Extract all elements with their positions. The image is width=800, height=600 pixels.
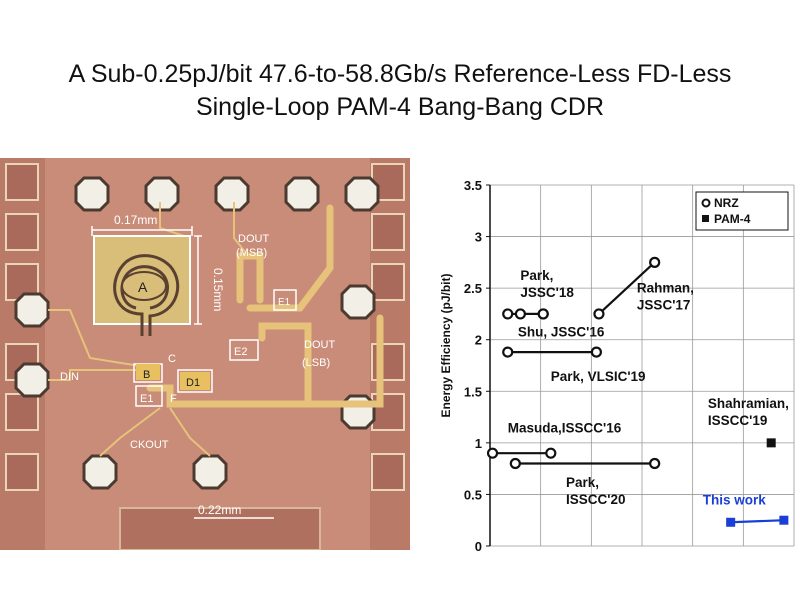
legend-pam4-marker bbox=[702, 215, 709, 222]
data-point bbox=[486, 447, 499, 459]
dim-width-label: 0.17mm bbox=[114, 213, 157, 227]
series-label: Rahman, bbox=[637, 280, 694, 295]
chart-svg: Energy Efficiency (pJ/bit) 0 0.5 1 1.5 2 2.5 3… bbox=[439, 178, 795, 554]
label-din: DIN bbox=[60, 371, 79, 383]
thin-routing bbox=[48, 202, 251, 457]
series-label: Park, bbox=[520, 268, 553, 283]
data-point bbox=[766, 438, 776, 448]
label-ckout: CKOUT bbox=[130, 439, 169, 451]
die-photo: 0.17mm 0.15mm 0.22mm A B C D1 E1 F E1 E2… bbox=[0, 158, 410, 550]
label-e1-left: E1 bbox=[140, 393, 153, 405]
data-point bbox=[590, 346, 602, 358]
label-e2: E2 bbox=[234, 346, 247, 358]
legend-pam4-label: PAM-4 bbox=[714, 212, 751, 226]
block-b-fill bbox=[136, 364, 160, 380]
series-label: ISSCC'20 bbox=[566, 492, 625, 507]
series-label: Park, bbox=[566, 475, 599, 490]
y-axis-label: Energy Efficiency (pJ/bit) bbox=[439, 273, 453, 417]
title-line-2: Single-Loop PAM-4 Bang-Bang CDR bbox=[195, 93, 605, 121]
label-dout-lsb: DOUT bbox=[304, 339, 335, 351]
data-point bbox=[726, 517, 736, 527]
legend-nrz-label: NRZ bbox=[714, 196, 739, 210]
data-point bbox=[502, 346, 514, 358]
label-b: B bbox=[143, 369, 150, 381]
data-point bbox=[649, 457, 661, 470]
slide-title: A Sub-0.25pJ/bit 47.6-to-58.8Gb/s Refere… bbox=[0, 58, 800, 124]
dim-height-label: 0.15mm bbox=[211, 268, 225, 311]
series-label: Park, VLSIC'19 bbox=[551, 369, 646, 384]
series-label: Shahramian, bbox=[708, 396, 789, 411]
y-tick-label: 3 bbox=[475, 230, 482, 245]
series-label: JSSC'17 bbox=[637, 297, 691, 312]
series-label: JSSC'18 bbox=[520, 285, 574, 300]
label-dout-msb: DOUT bbox=[238, 233, 269, 245]
metal-routing bbox=[146, 204, 384, 408]
data-point bbox=[509, 457, 521, 470]
bond-pads bbox=[14, 176, 380, 490]
label-dout-msb-sub: (MSB) bbox=[236, 247, 267, 259]
data-point bbox=[649, 256, 661, 268]
y-tick-label: 1 bbox=[475, 436, 482, 451]
legend-nrz-marker bbox=[701, 198, 711, 208]
series-label: ISSCC'19 bbox=[708, 413, 767, 428]
dimension-lines bbox=[91, 226, 274, 519]
legend: NRZ PAM-4 bbox=[695, 191, 789, 231]
series-line bbox=[730, 519, 784, 524]
series-label: This work bbox=[703, 493, 767, 508]
label-c: C bbox=[168, 353, 176, 365]
data-point bbox=[779, 515, 789, 525]
y-tick-label: 0.5 bbox=[464, 487, 482, 502]
y-tick-label: 1.5 bbox=[464, 384, 482, 399]
inductor-core bbox=[121, 271, 167, 301]
y-tick-label: 0 bbox=[475, 539, 482, 552]
die-labels: 0.17mm 0.15mm 0.22mm A B C D1 E1 F E1 E2… bbox=[60, 213, 335, 517]
energy-efficiency-chart: Energy Efficiency (pJ/bit) 0 0.5 1 1.5 2 2.5 3… bbox=[428, 160, 800, 554]
data-point bbox=[537, 308, 549, 320]
dim-bottom-label: 0.22mm bbox=[198, 503, 241, 517]
data-point bbox=[514, 308, 527, 320]
legend-box bbox=[695, 191, 789, 231]
label-f: F bbox=[170, 393, 177, 405]
data-point bbox=[502, 308, 514, 320]
series-line bbox=[598, 261, 656, 315]
y-tick-label: 2.5 bbox=[464, 281, 482, 296]
label-a: A bbox=[138, 279, 148, 295]
label-e1-right: E1 bbox=[278, 297, 291, 308]
label-dout-lsb-sub: (LSB) bbox=[302, 357, 330, 369]
y-axis: 0 0.5 1 1.5 2 2.5 3 3.5 bbox=[464, 178, 491, 554]
die-photo-drawing: 0.17mm 0.15mm 0.22mm A B C D1 E1 F E1 E2… bbox=[0, 158, 410, 550]
die-substrate bbox=[0, 158, 410, 550]
series-label: Shu, JSSC'16 bbox=[518, 325, 605, 340]
data-point bbox=[545, 447, 557, 459]
title-line-1: A Sub-0.25pJ/bit 47.6-to-58.8Gb/s Refere… bbox=[68, 60, 732, 88]
data-point bbox=[593, 308, 605, 320]
series-label: Masuda,ISSCC'16 bbox=[508, 421, 622, 436]
block-d1-fill bbox=[180, 372, 210, 390]
label-d1: D1 bbox=[186, 377, 200, 389]
y-tick-label: 2 bbox=[475, 333, 482, 348]
y-tick-label: 3.5 bbox=[464, 178, 482, 193]
bottom-block bbox=[119, 507, 321, 550]
